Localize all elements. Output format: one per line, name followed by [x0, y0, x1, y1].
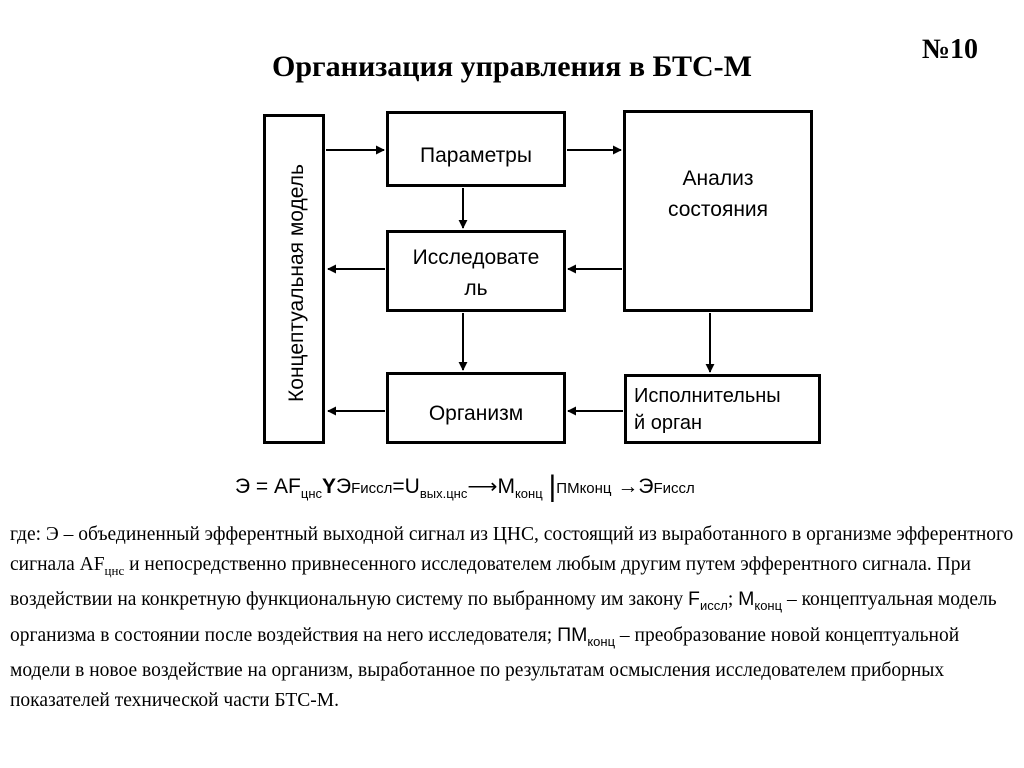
parameters-label: Параметры — [420, 144, 532, 167]
formula-small: Fиссл — [653, 480, 695, 497]
formula-subscript: вых.цнс — [419, 486, 468, 502]
desc-text: – преобразование новой концептуальной мо… — [10, 624, 960, 711]
formula-bar: | — [548, 470, 557, 503]
desc-symbol: F — [688, 588, 700, 611]
desc-symbol: ПМ — [557, 623, 588, 646]
slide-number: №10 — [921, 34, 979, 65]
desc-subscript: конц — [587, 633, 616, 649]
organism-box: Организм — [386, 372, 566, 444]
formula-union-symbol: Y — [322, 475, 337, 498]
analysis-label-line1: Анализ — [682, 167, 754, 190]
formula-small: Fиссл — [351, 480, 393, 497]
desc-text: и непосредственно привнесенного исследов… — [10, 553, 971, 611]
concept-model-box: Концептуальная модель — [263, 114, 325, 444]
researcher-label-line1: Исследовате — [412, 246, 540, 269]
formula-part: Э = AF — [235, 475, 301, 498]
desc-text: где: Э – объединенный эфферентный выходн… — [10, 524, 1014, 575]
desc-symbol: M — [738, 588, 755, 611]
effector-label-line2: й орган — [634, 412, 702, 434]
parameters-box: Параметры — [386, 111, 566, 187]
formula-subscript: конц — [514, 486, 543, 502]
control-formula: Э = AFцнсYЭFиссл=Uвых.цнс⟶Mконц |ПМконц … — [235, 467, 835, 503]
page-title: Организация управления в БТС-М — [272, 50, 752, 83]
analysis-label-line2: состояния — [667, 198, 769, 221]
effector-label-line1: Исполнительны — [634, 385, 781, 407]
desc-subscript: конц — [754, 597, 783, 613]
concept-model-label: Концептуальная модель — [285, 164, 308, 402]
formula-small: ПМконц — [556, 480, 612, 497]
formula-part: =U — [392, 475, 420, 498]
desc-text: – концептуальная модель организма в сост… — [10, 589, 997, 646]
description-text: где: Э – объединенный эфферентный выходн… — [10, 520, 1020, 715]
formula-arrow: → — [617, 475, 639, 498]
formula-part: M — [497, 475, 515, 498]
state-analysis-box: Анализ состояния — [623, 110, 813, 312]
formula-subscript: цнс — [300, 486, 322, 502]
desc-subscript: цнс — [104, 562, 125, 578]
desc-subscript: иссл — [699, 597, 728, 613]
organism-label: Организм — [428, 402, 524, 425]
formula-arrow: ⟶ — [467, 475, 498, 498]
formula-part: Э — [336, 475, 352, 498]
researcher-box: Исследовате ль — [386, 230, 566, 312]
desc-text: ; — [727, 589, 739, 611]
researcher-label-line2: ль — [464, 277, 488, 300]
effector-organ-box: Исполнительны й орган — [624, 374, 821, 444]
formula-part: Э — [638, 475, 654, 498]
